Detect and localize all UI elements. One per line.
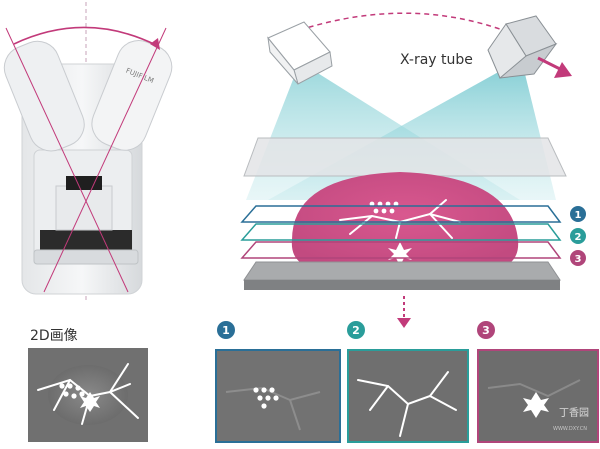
panel-badge-3-text: 3 <box>482 324 490 337</box>
panel-badge-3 <box>477 321 495 339</box>
mammography-device: FUJIFILM <box>3 2 173 300</box>
tube-label: X-ray tube <box>400 52 473 68</box>
panel-badge-1 <box>217 321 235 339</box>
rotation-arrow-icon <box>150 38 160 50</box>
panel-slice-2 <box>347 349 469 443</box>
calcification-dots <box>369 201 399 214</box>
watermark-name: 丁香园 <box>559 407 589 419</box>
panel-2d-image <box>28 348 148 442</box>
tube-path-arc <box>299 12 529 41</box>
tumor-star-icon <box>388 242 412 266</box>
panel-badge-2 <box>347 321 365 339</box>
watermark-url: WWW.DXY.CN <box>553 426 587 432</box>
xray-tube-right <box>487 15 558 79</box>
slice-plane-3 <box>240 241 562 259</box>
xray-tube-left <box>267 21 333 85</box>
panel-slice-1 <box>215 349 341 443</box>
slice-plane-2 <box>240 223 562 241</box>
down-arrow-icon <box>397 318 411 328</box>
badge-2 <box>570 228 586 244</box>
badge-3 <box>570 250 586 266</box>
panel-slice-3: 丁香园 WWW.DXY.CN <box>477 349 599 443</box>
rotation-arc <box>13 26 159 47</box>
two-d-label: 2D画像 <box>30 328 78 344</box>
panel-badge-2-text: 2 <box>352 324 360 337</box>
tube-direction-arrow-icon <box>554 62 572 78</box>
panel-badge-1-text: 1 <box>222 324 230 337</box>
tomosynthesis-illustration: X-ray tube 1 2 3 <box>240 12 586 328</box>
badge-2-text: 2 <box>575 232 582 243</box>
badge-1-text: 1 <box>575 210 582 221</box>
badge-3-text: 3 <box>575 254 582 265</box>
slice-plane-1 <box>240 205 562 223</box>
badge-1 <box>570 206 586 222</box>
